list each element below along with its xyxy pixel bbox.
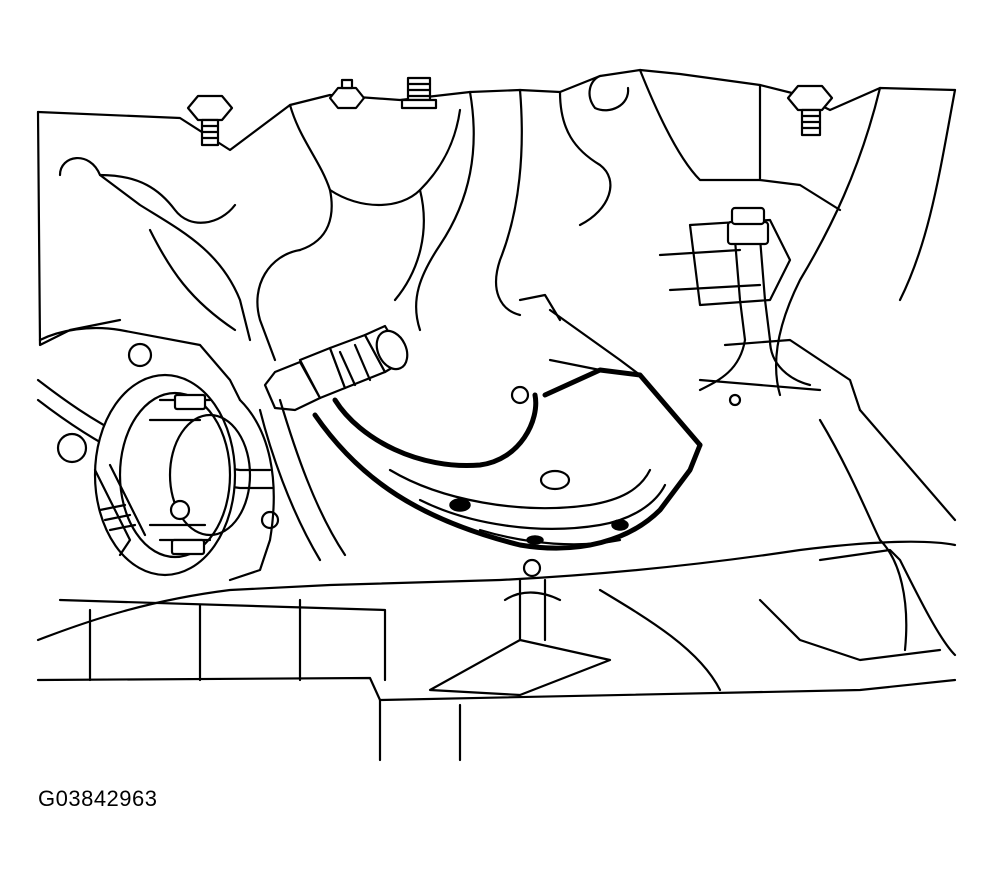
fuel-line [698,206,812,392]
bolt-icon [786,84,834,137]
heat-shield [312,293,703,551]
sensor-icon [263,324,409,412]
right-bracket [658,218,862,412]
bolt-icon [186,94,234,147]
lower-crossmember [36,408,957,762]
figure-id-label: G03842963 [38,786,158,811]
bolt-icon [328,78,366,110]
alternator [38,326,280,582]
bolt-icon [400,76,438,110]
engine-exhaust-illustration [36,68,957,762]
